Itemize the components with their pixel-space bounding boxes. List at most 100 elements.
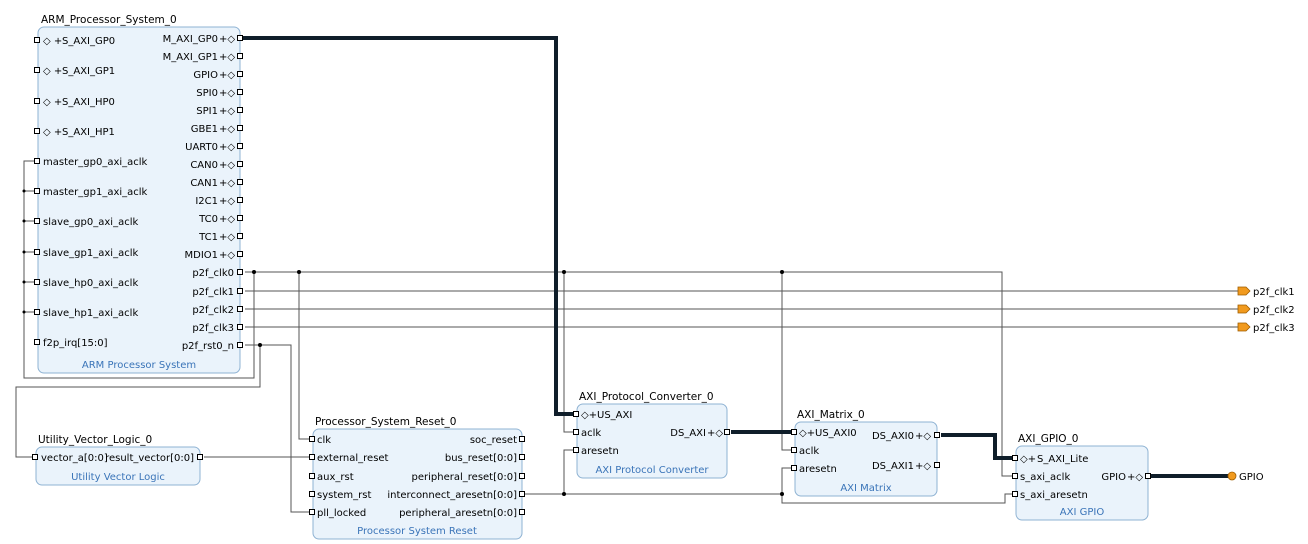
port-tc1[interactable]: TC1 +◇ [198, 232, 243, 243]
output-port-arrow-icon [1237, 322, 1251, 332]
svg-text:slave_hp1_axi_aclk: slave_hp1_axi_aclk [43, 308, 138, 319]
block-body[interactable] [312, 428, 523, 540]
port-p2f-clk2[interactable]: p2f_clk2 [192, 305, 243, 316]
port-f2p-irq[interactable]: f2p_irq[15:0] [34, 338, 108, 349]
svg-text:pll_locked: pll_locked [317, 508, 366, 519]
port-gpio[interactable]: GPIO +◇ [193, 70, 243, 81]
port-m-axi-gp0[interactable]: M_AXI_GP0 +◇ [163, 34, 243, 45]
svg-text:◇ +: ◇ + [43, 127, 62, 138]
svg-text:peripheral_reset[0:0]: peripheral_reset[0:0] [412, 472, 518, 483]
port-spi0[interactable]: SPI0 +◇ [196, 88, 243, 99]
port-tc0[interactable]: TC0 +◇ [198, 214, 243, 225]
port-aclk[interactable]: aclk [791, 446, 820, 457]
svg-text:+◇: +◇ [219, 52, 235, 63]
svg-text:slave_gp0_axi_aclk: slave_gp0_axi_aclk [43, 217, 138, 228]
port-master-gp0-axi-aclk[interactable]: master_gp0_axi_aclk [34, 157, 148, 168]
svg-text:p2f_rst0_n: p2f_rst0_n [182, 341, 234, 352]
port-slave-hp1-axi-aclk[interactable]: slave_hp1_axi_aclk [34, 308, 139, 319]
external-port-p2f-clk1[interactable]: p2f_clk1 [1237, 286, 1295, 298]
svg-text:CAN1: CAN1 [190, 178, 218, 189]
port-system-rst[interactable]: system_rst [309, 490, 372, 501]
port-s-axi-lite[interactable]: ◇+ S_AXI_Lite [1012, 454, 1089, 465]
port-i2c1[interactable]: I2C1 +◇ [195, 196, 243, 207]
svg-text:p2f_clk3: p2f_clk3 [192, 323, 234, 334]
svg-text:DS_AXI1: DS_AXI1 [872, 461, 914, 472]
port-peripheral-aresetn[interactable]: peripheral_aresetn[0:0] [399, 508, 525, 519]
port-s-axi-gp0[interactable]: ◇ + S_AXI_GP0 [34, 36, 116, 47]
port-p2f-clk3[interactable]: p2f_clk3 [192, 323, 243, 334]
svg-text:slave_gp1_axi_aclk: slave_gp1_axi_aclk [43, 248, 138, 259]
port-s-axi-aresetn[interactable]: s_axi_aresetn [1012, 490, 1088, 501]
external-port-p2f-clk2[interactable]: p2f_clk2 [1237, 304, 1295, 316]
external-port-p2f-clk3[interactable]: p2f_clk3 [1237, 322, 1295, 334]
block-axi-protocol-converter[interactable]: AXI_Protocol_Converter_0 AXI Protocol Co… [573, 391, 730, 479]
port-s-axi-gp1[interactable]: ◇ + S_AXI_GP1 [34, 66, 116, 77]
port-bus-reset[interactable]: bus_reset[0:0] [445, 453, 525, 464]
port-p2f-rst0-n[interactable]: p2f_rst0_n [182, 341, 243, 352]
port-aux-rst[interactable]: aux_rst [309, 472, 354, 483]
svg-text:+◇: +◇ [1127, 472, 1143, 483]
port-us-axi0[interactable]: ◇+ US_AXI0 [791, 428, 857, 439]
svg-text:GPIO: GPIO [1239, 472, 1264, 483]
block-body[interactable] [1015, 445, 1149, 521]
svg-text:s_axi_aclk: s_axi_aclk [1020, 472, 1070, 483]
port-s-axi-hp1[interactable]: ◇ + S_AXI_HP1 [34, 127, 115, 138]
port-slave-gp1-axi-aclk[interactable]: slave_gp1_axi_aclk [34, 248, 139, 259]
block-axi-gpio[interactable]: AXI_GPIO_0 AXI GPIO ◇+ S_AXI_Lite s_axi_… [1012, 433, 1151, 521]
port-p2f-clk1[interactable]: p2f_clk1 [192, 287, 243, 298]
port-ds-axi1[interactable]: DS_AXI1 +◇ [872, 461, 940, 472]
svg-text:+◇: +◇ [219, 124, 235, 135]
svg-text:◇+: ◇+ [1020, 454, 1036, 465]
external-port-gpio[interactable]: GPIO [1227, 471, 1264, 483]
port-clk[interactable]: clk [309, 435, 332, 446]
port-s-axi-hp0[interactable]: ◇ + S_AXI_HP0 [34, 97, 115, 108]
block-subtitle: Processor System Reset [357, 526, 477, 537]
svg-text:+◇: +◇ [915, 461, 931, 472]
svg-text:MDIO1: MDIO1 [184, 250, 218, 261]
port-slave-gp0-axi-aclk[interactable]: slave_gp0_axi_aclk [34, 217, 139, 228]
port-gpio-out[interactable]: GPIO +◇ [1101, 472, 1151, 483]
svg-text:slave_hp0_axi_aclk: slave_hp0_axi_aclk [43, 278, 138, 289]
port-ds-axi0[interactable]: DS_AXI0 +◇ [872, 431, 940, 442]
svg-text:US_AXI: US_AXI [597, 410, 632, 421]
port-result-vector[interactable]: result_vector[0:0] [105, 453, 203, 464]
block-axi-matrix[interactable]: AXI_Matrix_0 AXI Matrix ◇+ US_AXI0 aclk … [791, 409, 940, 497]
port-peripheral-reset[interactable]: peripheral_reset[0:0] [412, 472, 525, 483]
port-s-axi-aclk[interactable]: s_axi_aclk [1012, 472, 1071, 483]
port-can1[interactable]: CAN1 +◇ [190, 178, 243, 189]
port-external-reset[interactable]: external_reset [309, 453, 389, 464]
port-m-axi-gp1[interactable]: M_AXI_GP1 +◇ [163, 52, 243, 63]
port-mdio1[interactable]: MDIO1 +◇ [184, 250, 243, 261]
port-master-gp1-axi-aclk[interactable]: master_gp1_axi_aclk [34, 187, 148, 198]
port-soc-reset[interactable]: soc_reset [470, 435, 525, 446]
port-pll-locked[interactable]: pll_locked [309, 508, 367, 519]
svg-text:aresetn: aresetn [799, 464, 837, 475]
block-body[interactable] [576, 403, 728, 479]
port-vector-a[interactable]: vector_a[0:0] [32, 453, 108, 464]
port-gbe1[interactable]: GBE1 +◇ [191, 124, 243, 135]
block-arm-processor-system[interactable]: ARM_Processor_System_0 ARM Processor Sys… [34, 14, 243, 374]
svg-text:master_gp1_axi_aclk: master_gp1_axi_aclk [43, 187, 148, 198]
port-can0[interactable]: CAN0 +◇ [190, 160, 243, 171]
block-body[interactable] [794, 421, 938, 497]
block-subtitle: AXI GPIO [1060, 507, 1105, 518]
block-body[interactable] [35, 446, 201, 486]
port-us-axi[interactable]: ◇+ US_AXI [573, 410, 633, 421]
svg-text:S_AXI_Lite: S_AXI_Lite [1037, 454, 1088, 465]
block-processor-system-reset[interactable]: Processor_System_Reset_0 Processor Syste… [309, 416, 525, 540]
port-aresetn[interactable]: aresetn [573, 446, 619, 457]
svg-text:SPI1: SPI1 [196, 106, 218, 117]
block-title: Processor_System_Reset_0 [315, 416, 457, 428]
svg-text:+◇: +◇ [219, 250, 235, 261]
svg-text:bus_reset[0:0]: bus_reset[0:0] [445, 453, 517, 464]
port-slave-hp0-axi-aclk[interactable]: slave_hp0_axi_aclk [34, 278, 139, 289]
port-uart0[interactable]: UART0 +◇ [185, 142, 243, 153]
port-aclk[interactable]: aclk [573, 428, 602, 439]
port-aresetn[interactable]: aresetn [791, 464, 837, 475]
port-interconnect-aresetn[interactable]: interconnect_aresetn[0:0] [387, 490, 525, 501]
port-p2f-clk0[interactable]: p2f_clk0 [192, 268, 243, 279]
port-spi1[interactable]: SPI1 +◇ [196, 106, 243, 117]
block-utility-vector-logic[interactable]: Utility_Vector_Logic_0 Utility Vector Lo… [32, 434, 203, 486]
port-ds-axi[interactable]: DS_AXI +◇ [670, 428, 730, 439]
svg-text:SPI0: SPI0 [196, 88, 218, 99]
